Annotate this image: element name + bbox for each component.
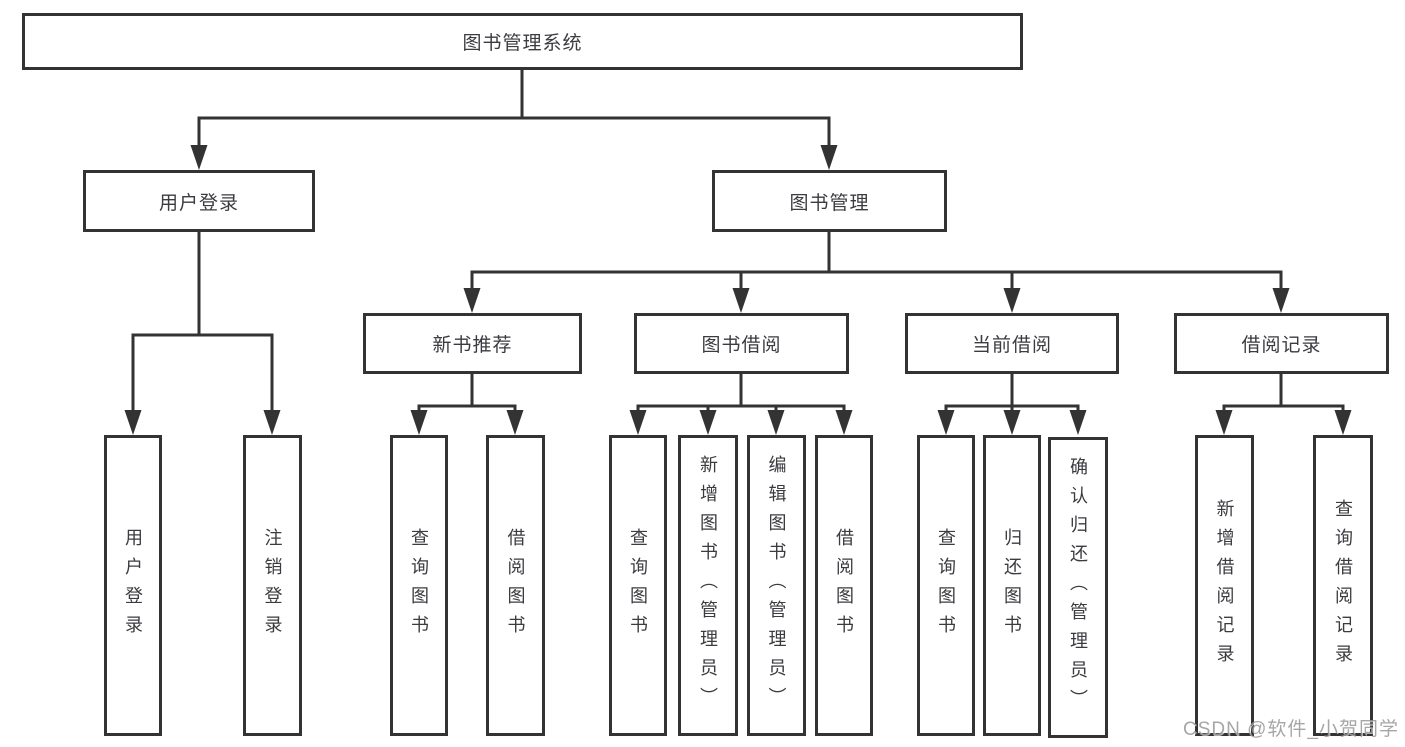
node-leaf-user-login: 用户登录 xyxy=(104,435,162,736)
node-leaf-add-books-admin: 新增图书（管理员） xyxy=(678,435,738,736)
node-label: 图书管理 xyxy=(789,192,870,214)
node-label: 查询图书 xyxy=(409,527,429,644)
node-label: 图书管理系统 xyxy=(462,33,583,54)
node-leaf-borrow-books-borrowing: 借阅图书 xyxy=(815,435,873,736)
node-label: 新增图书（管理员） xyxy=(698,455,718,716)
node-user-login-branch: 用户登录 xyxy=(83,170,315,232)
node-label: 新书推荐 xyxy=(432,335,513,356)
node-leaf-query-books-borrowing: 查询图书 xyxy=(609,435,667,736)
node-label: 编辑图书（管理员） xyxy=(766,455,787,716)
node-label: 新增借阅记录 xyxy=(1214,498,1235,673)
node-leaf-query-books-current: 查询图书 xyxy=(917,435,975,736)
node-leaf-return-books: 归还图书 xyxy=(983,435,1041,736)
node-root-library-management-system: 图书管理系统 xyxy=(22,13,1023,70)
node-label: 用户登录 xyxy=(158,192,239,214)
node-label: 归还图书 xyxy=(1002,527,1022,644)
node-current-borrowing: 当前借阅 xyxy=(905,313,1119,374)
watermark: CSDN @软件_小贺同学 xyxy=(1183,719,1399,740)
node-label: 当前借阅 xyxy=(971,335,1052,356)
node-label: 用户登录 xyxy=(123,527,143,644)
node-label: 查询图书 xyxy=(936,527,956,644)
node-leaf-logout: 注销登录 xyxy=(243,435,302,736)
node-label: 查询借阅记录 xyxy=(1333,498,1353,673)
node-new-book-recommendation: 新书推荐 xyxy=(363,313,582,374)
node-label: 图书借阅 xyxy=(701,335,782,356)
node-label: 借阅图书 xyxy=(834,527,854,644)
node-label: 借阅图书 xyxy=(505,527,526,644)
node-leaf-confirm-return-admin: 确认归还（管理员） xyxy=(1048,437,1108,738)
node-label: 查询图书 xyxy=(628,527,648,644)
node-leaf-query-books-newbook: 查询图书 xyxy=(390,435,448,736)
node-leaf-add-borrow-record: 新增借阅记录 xyxy=(1195,435,1254,736)
node-leaf-edit-books-admin: 编辑图书（管理员） xyxy=(747,435,806,736)
node-label: 确认归还（管理员） xyxy=(1068,457,1088,718)
node-book-borrowing: 图书借阅 xyxy=(634,313,849,374)
node-leaf-borrow-books-newbook: 借阅图书 xyxy=(486,435,545,736)
node-book-management-branch: 图书管理 xyxy=(712,170,947,232)
node-borrowing-records: 借阅记录 xyxy=(1174,313,1389,374)
node-leaf-query-borrow-record: 查询借阅记录 xyxy=(1313,435,1373,736)
arrowhead-icons xyxy=(124,145,1352,435)
node-label: 注销登录 xyxy=(262,527,283,644)
node-label: 借阅记录 xyxy=(1241,335,1322,356)
